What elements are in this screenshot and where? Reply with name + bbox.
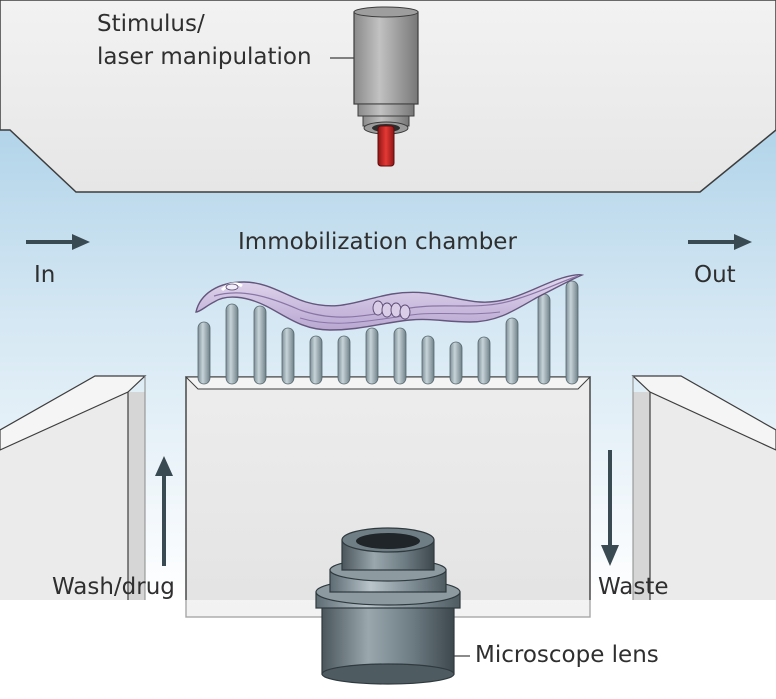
stimulus-objective-icon bbox=[353, 6, 419, 135]
wash-arrow-icon bbox=[155, 456, 173, 566]
in-arrow-icon bbox=[26, 234, 90, 250]
pillar bbox=[337, 335, 351, 385]
pillar bbox=[565, 280, 579, 385]
microscope-lens-label: Microscope lens bbox=[475, 642, 659, 668]
microscope-objective-icon bbox=[315, 527, 461, 685]
pillar bbox=[281, 327, 295, 385]
chamber-label: Immobilization chamber bbox=[238, 229, 517, 255]
pillar bbox=[197, 321, 211, 385]
waste-label: Waste bbox=[598, 574, 669, 600]
worm-icon bbox=[195, 273, 585, 331]
pillar bbox=[309, 335, 323, 385]
pillar bbox=[421, 335, 435, 385]
pillar bbox=[225, 303, 239, 385]
inlet-label: In bbox=[34, 262, 56, 288]
pillar bbox=[449, 341, 463, 385]
pillar bbox=[393, 327, 407, 385]
pillar bbox=[537, 293, 551, 385]
right-housing bbox=[631, 375, 776, 600]
stimulus-label-line1: Stimulus/ bbox=[97, 11, 205, 37]
waste-arrow-icon bbox=[601, 450, 619, 566]
wash-drug-label: Wash/drug bbox=[52, 574, 175, 600]
left-housing bbox=[0, 375, 147, 600]
pillar bbox=[365, 327, 379, 385]
pillar bbox=[253, 305, 267, 385]
pillar-array bbox=[197, 280, 579, 385]
out-arrow-icon bbox=[688, 234, 752, 250]
laser-beam-icon bbox=[377, 125, 395, 167]
stimulus-label-line2: laser manipulation bbox=[97, 44, 312, 70]
outlet-label: Out bbox=[694, 262, 736, 288]
pillar bbox=[477, 336, 491, 385]
pillar bbox=[505, 317, 519, 385]
